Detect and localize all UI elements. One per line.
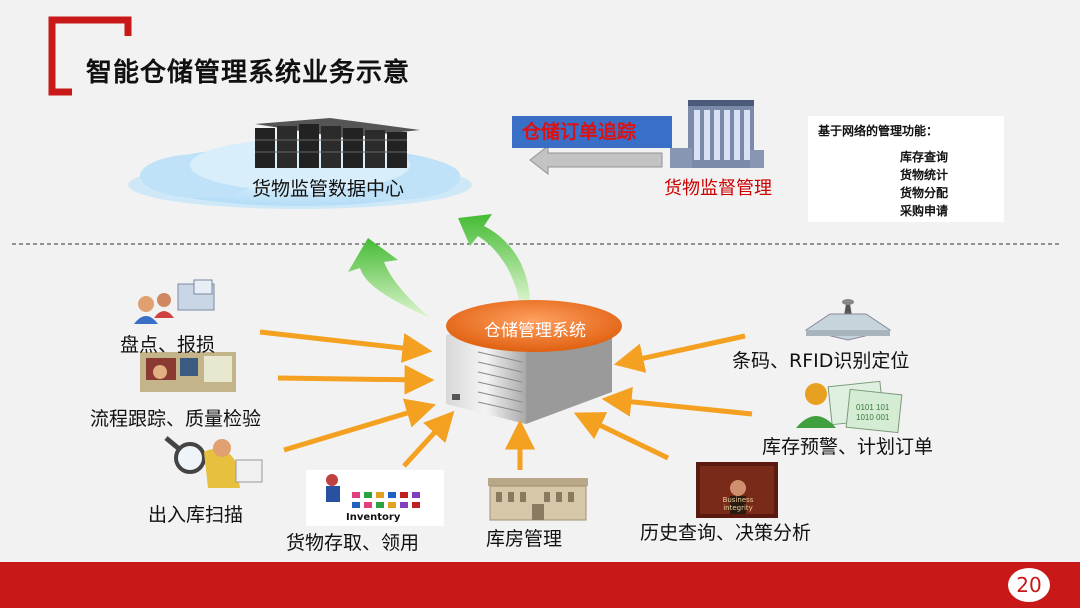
goods-access-label: 货物存取、领用	[286, 532, 420, 554]
inout-scan-label: 出入库扫描	[148, 504, 244, 526]
stock-warning-label: 库存预警、计划订单	[762, 436, 934, 458]
footer-bar	[0, 562, 1080, 608]
quality-tracking-label: 流程跟踪、质量检验	[90, 408, 262, 430]
server-rack-icon	[255, 118, 420, 168]
data-center-label: 货物监管数据中心	[252, 178, 405, 200]
inventory-picture	[306, 470, 444, 526]
inventory-caption: Inventory	[346, 512, 401, 523]
inventory-count-icon	[134, 279, 215, 324]
page-number: 20	[1008, 568, 1050, 602]
title-bracket	[48, 16, 72, 96]
scan-magnifier-icon	[164, 436, 263, 488]
function-item: 货物统计	[900, 168, 949, 182]
green-sync-arrow	[458, 214, 530, 305]
svg-text:0101 101: 0101 101	[856, 403, 890, 412]
page-title: 智能仓储管理系统业务示意	[86, 58, 411, 88]
rfid-label: 条码、RFID识别定位	[732, 350, 910, 372]
inventory-count-label: 盘点、报损	[120, 334, 216, 356]
function-item: 库存查询	[900, 150, 949, 164]
wms-ellipse	[446, 300, 622, 352]
history-analysis-label: 历史查询、决策分析	[640, 522, 812, 544]
tracking-arrow	[529, 144, 663, 176]
functions-box: 基于网络的管理功能： 库存查询 货物统计 货物分配 采购申请	[808, 116, 1004, 222]
svg-text:1010 001: 1010 001	[856, 413, 890, 422]
orange-arrows	[259, 329, 753, 470]
green-upload-arrow	[348, 238, 430, 318]
function-item: 采购申请	[900, 204, 949, 218]
warehouse-mgmt-label: 库房管理	[486, 528, 563, 550]
function-item: 货物分配	[900, 186, 949, 200]
business-caption: Business integrity	[722, 496, 754, 512]
stock-warning-icon: 0101 101 1010 001	[796, 380, 903, 434]
warehouse-building-icon	[488, 478, 588, 521]
wms-label: 仓储管理系统	[484, 321, 586, 341]
office-building-icon	[670, 100, 764, 168]
functions-heading: 基于网络的管理功能：	[818, 124, 939, 138]
business-integrity-picture	[696, 462, 778, 518]
quality-check-icon	[140, 352, 236, 392]
supervision-label: 货物监督管理	[664, 178, 772, 199]
order-tracking-banner: 仓储订单追踪	[512, 116, 672, 148]
rfid-reader-icon	[804, 299, 892, 341]
